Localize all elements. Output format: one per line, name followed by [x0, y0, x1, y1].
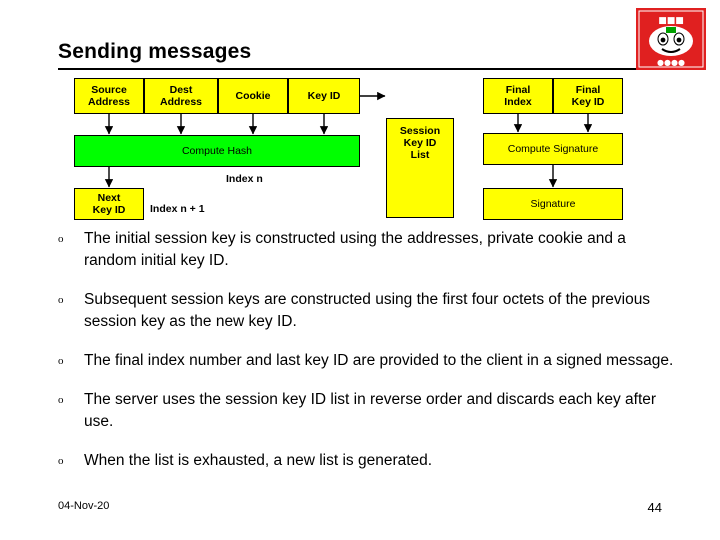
label-index-n: Index n	[226, 173, 263, 185]
list-item: o Subsequent session keys are constructe…	[58, 289, 678, 333]
box-next-key-id-label: Next Key ID	[92, 191, 126, 216]
box-signature: Signature	[483, 188, 623, 220]
bullet-marker: o	[58, 233, 64, 245]
box-dest-address: Dest Address	[144, 78, 218, 114]
box-compute-signature-label: Compute Signature	[507, 142, 599, 155]
bullet-marker: o	[58, 455, 64, 467]
svg-text:●●●●: ●●●●	[657, 58, 685, 67]
box-final-index-label: Final Index	[504, 83, 532, 108]
footer-page-number: 44	[647, 500, 662, 515]
list-item: o The server uses the session key ID lis…	[58, 389, 678, 433]
bullet-text: The final index number and last key ID a…	[84, 352, 674, 369]
box-session-key-id-list-label: Session Key ID List	[399, 125, 441, 162]
box-next-key-id: Next Key ID	[74, 188, 144, 220]
page-title: Sending messages	[58, 40, 252, 63]
box-final-key-id: Final Key ID	[553, 78, 623, 114]
organization-logo: ■■■ ●●●●	[636, 8, 706, 70]
bullet-marker: o	[58, 394, 64, 406]
diagram-connectors	[104, 91, 593, 188]
box-key-id: Key ID	[288, 78, 360, 114]
box-session-key-id-list: Session Key ID List	[386, 118, 454, 218]
box-source-address-label: Source Address	[87, 83, 130, 108]
box-compute-hash: Compute Hash	[74, 135, 360, 167]
svg-text:■■■: ■■■	[658, 16, 684, 26]
bullet-marker: o	[58, 294, 64, 306]
box-compute-hash-label: Compute Hash	[181, 144, 253, 157]
box-source-address: Source Address	[74, 78, 144, 114]
box-final-index: Final Index	[483, 78, 553, 114]
box-final-key-id-label: Final Key ID	[571, 83, 605, 108]
bullet-text: The server uses the session key ID list …	[84, 391, 657, 430]
list-item: o The final index number and last key ID…	[58, 350, 678, 372]
box-cookie: Cookie	[218, 78, 288, 114]
bullet-text: Subsequent session keys are constructed …	[84, 291, 651, 330]
list-item: o When the list is exhausted, a new list…	[58, 450, 678, 472]
bullet-marker: o	[58, 355, 64, 367]
sending-messages-diagram: Source Address Dest Address Cookie Key I…	[0, 0, 720, 235]
footer-date: 04-Nov-20	[58, 500, 110, 512]
bullet-list: o The initial session key is constructed…	[58, 228, 678, 489]
bullet-text: When the list is exhausted, a new list i…	[84, 452, 433, 469]
box-key-id-label: Key ID	[307, 89, 341, 102]
box-signature-label: Signature	[530, 197, 576, 210]
label-index-n-plus-1: Index n + 1	[150, 203, 205, 215]
title-underline	[58, 68, 638, 70]
box-dest-address-label: Dest Address	[159, 83, 202, 108]
list-item: o The initial session key is constructed…	[58, 228, 678, 272]
box-cookie-label: Cookie	[235, 89, 271, 102]
bullet-text: The initial session key is constructed u…	[84, 230, 626, 269]
box-compute-signature: Compute Signature	[483, 133, 623, 165]
